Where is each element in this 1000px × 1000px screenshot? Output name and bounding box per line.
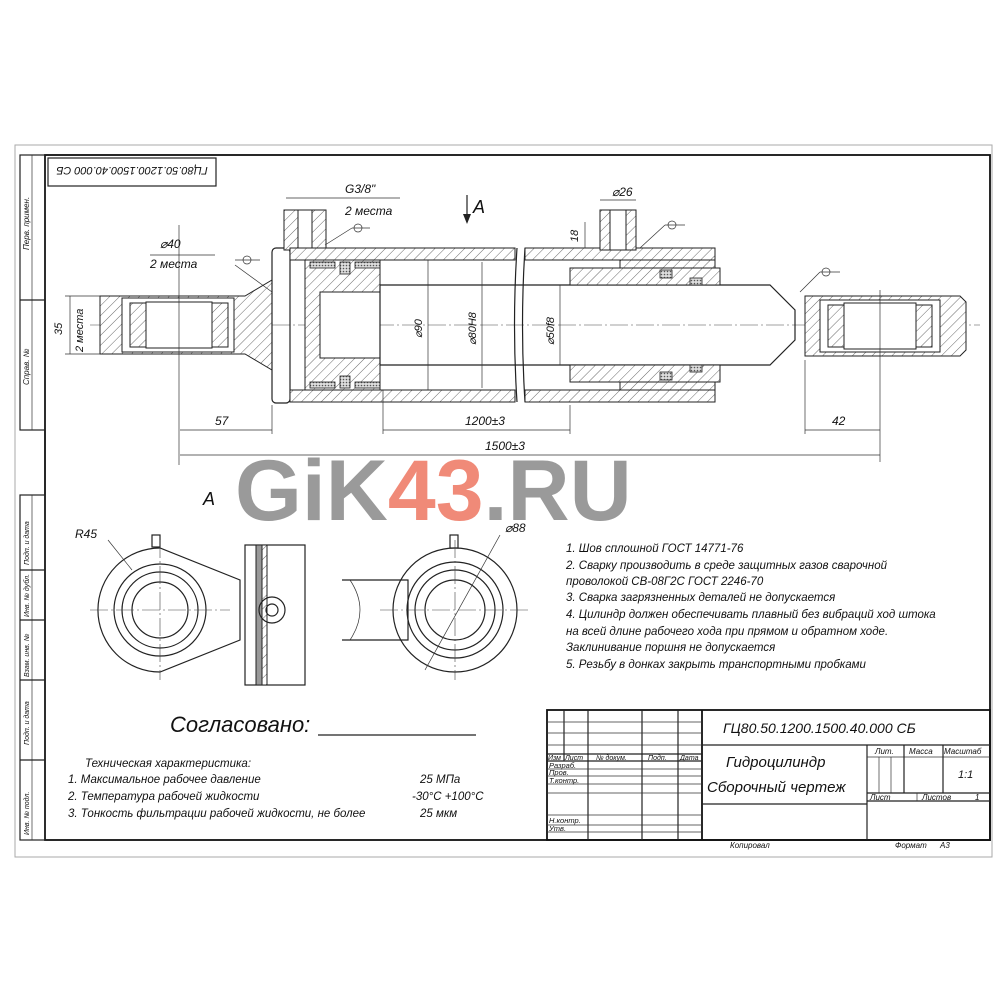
rotated-code-stamp xyxy=(47,157,217,187)
dim-total-length: 1500±3 xyxy=(485,439,525,453)
tb-lit: Лит. xyxy=(874,747,894,756)
tb-row-tkontr: Т.контр. xyxy=(549,776,579,785)
watermark-part2: 43 xyxy=(388,443,484,539)
approval-label: Согласовано: xyxy=(170,712,310,737)
tb-massa: Масса xyxy=(909,747,933,756)
tech-item-value: -30°С +100°С xyxy=(412,791,484,803)
dimension-lines xyxy=(65,197,880,456)
view-label: A xyxy=(202,489,215,509)
note-line: 5. Резьбу в донках закрыть транспортными… xyxy=(566,659,867,671)
watermark-part3: .RU xyxy=(484,443,632,539)
note-line: 4. Цилиндр должен обеспечивать плавный б… xyxy=(566,609,936,621)
tb-format-label: Формат xyxy=(895,841,927,850)
watermark-part1: GiK xyxy=(235,443,388,539)
tb-row-razrab: Разраб. xyxy=(549,761,576,770)
tech-item-value: 25 мкм xyxy=(419,808,457,820)
tech-characteristics: Техническая характеристика: 1. Максималь… xyxy=(67,758,484,820)
tb-copied: Копировал xyxy=(730,841,770,850)
dim-bore-inner: ⌀80H8 xyxy=(467,311,479,345)
section-arrow-label: A xyxy=(472,197,485,217)
tb-col-podp: Подп. xyxy=(648,754,667,762)
side-strip: Перв. примен. Справ. № Подп. и дата Инв.… xyxy=(19,154,46,841)
tb-col-izm: Изм xyxy=(548,755,561,762)
dim-bore-outer: ⌀90 xyxy=(413,318,425,338)
note-line: на всей длине рабочего хода при прямом и… xyxy=(566,626,888,638)
tech-item-label: 2. Температура рабочей жидкости xyxy=(67,791,260,803)
tb-sheets: Листов xyxy=(921,793,951,802)
tech-item-label: 1. Максимальное рабочее давление xyxy=(68,774,261,786)
rotated-code-text: ГЦ80.50.1200.1500.40.000 СБ xyxy=(56,164,207,176)
dim-port-height: 18 xyxy=(569,229,581,242)
dim-eye-width: 35 xyxy=(53,322,65,335)
section-arrow-head xyxy=(463,214,471,224)
tb-name-line2: Сборочный чертеж xyxy=(707,779,846,796)
tb-sheets-value: 1 xyxy=(975,793,979,802)
tb-row-nkontr: Н.контр. xyxy=(549,816,581,825)
dim-eye-width-places: 2 места xyxy=(74,309,86,353)
dim-eye-dia: ⌀40 xyxy=(160,237,181,251)
title-block: Изм Лист № докум. Подп. Дата Разраб. Про… xyxy=(546,709,991,850)
tb-col-list: Лист xyxy=(564,755,583,762)
dimension-labels: G3/8" 2 места ⌀40 2 места 35 2 места ⌀26… xyxy=(53,182,846,453)
tb-col-doc: № докум. xyxy=(596,754,627,762)
dim-view-dia: ⌀88 xyxy=(505,521,526,535)
dim-eye-places: 2 места xyxy=(149,257,198,271)
tb-sheet: Лист xyxy=(869,793,891,802)
dim-thread-places: 2 места xyxy=(344,204,393,218)
tb-scale-value: 1:1 xyxy=(958,769,973,781)
tb-row-prov: Пров. xyxy=(549,768,569,777)
note-line: 3. Сварка загрязненных деталей не допуск… xyxy=(566,592,835,604)
view-a: R45 ⌀88 xyxy=(75,521,530,686)
tech-item-value: 25 МПа xyxy=(419,774,460,786)
tb-masshtab: Масштаб xyxy=(944,747,982,756)
note-line: проволокой СВ-08Г2С ГОСТ 2246-70 xyxy=(566,576,764,588)
sheet-outer-border xyxy=(14,144,993,858)
tb-row-utv: Утв. xyxy=(548,824,566,833)
dim-port-dia: ⌀26 xyxy=(612,185,633,199)
strip-sprav-no: Справ. № xyxy=(22,348,31,385)
dim-right-offset: 42 xyxy=(832,414,846,428)
tb-name-line1: Гидроцилиндр xyxy=(726,754,825,771)
note-line: Заклинивание поршня не допускается xyxy=(566,642,775,654)
dim-view-radius: R45 xyxy=(75,527,97,541)
strip-inv-podl: Инв. № подл. xyxy=(23,792,31,835)
note-line: 1. Шов сплошной ГОСТ 14771-76 xyxy=(566,543,744,555)
technical-notes: 1. Шов сплошной ГОСТ 14771-76 2. Сварку … xyxy=(565,543,936,671)
cylinder-main-view xyxy=(90,209,980,465)
strip-vzam-inv: Взам. инв. № xyxy=(24,633,31,677)
dim-rod-dia: ⌀50f8 xyxy=(545,316,557,345)
note-line: 2. Сварку производить в среде защитных г… xyxy=(565,560,888,572)
tb-format-value: А3 xyxy=(939,841,950,850)
dim-thread: G3/8" xyxy=(345,182,376,196)
tech-item-label: 3. Тонкость фильтрации рабочей жидкости,… xyxy=(68,808,365,820)
strip-podp-data-1: Подп. и дата xyxy=(23,521,31,565)
dim-left-offset: 57 xyxy=(215,414,230,428)
strip-podp-data-2: Подп. и дата xyxy=(23,701,31,745)
strip-perv-primen: Перв. примен. xyxy=(22,197,31,250)
watermark: GiK43.RU xyxy=(235,443,632,539)
tech-title: Техническая характеристика: xyxy=(85,758,251,770)
dim-stroke: 1200±3 xyxy=(465,414,505,428)
tb-code: ГЦ80.50.1200.1500.40.000 СБ xyxy=(723,720,916,736)
strip-inv-dubl: Инв. № дубл. xyxy=(23,574,31,617)
tb-col-data: Дата xyxy=(679,755,699,762)
